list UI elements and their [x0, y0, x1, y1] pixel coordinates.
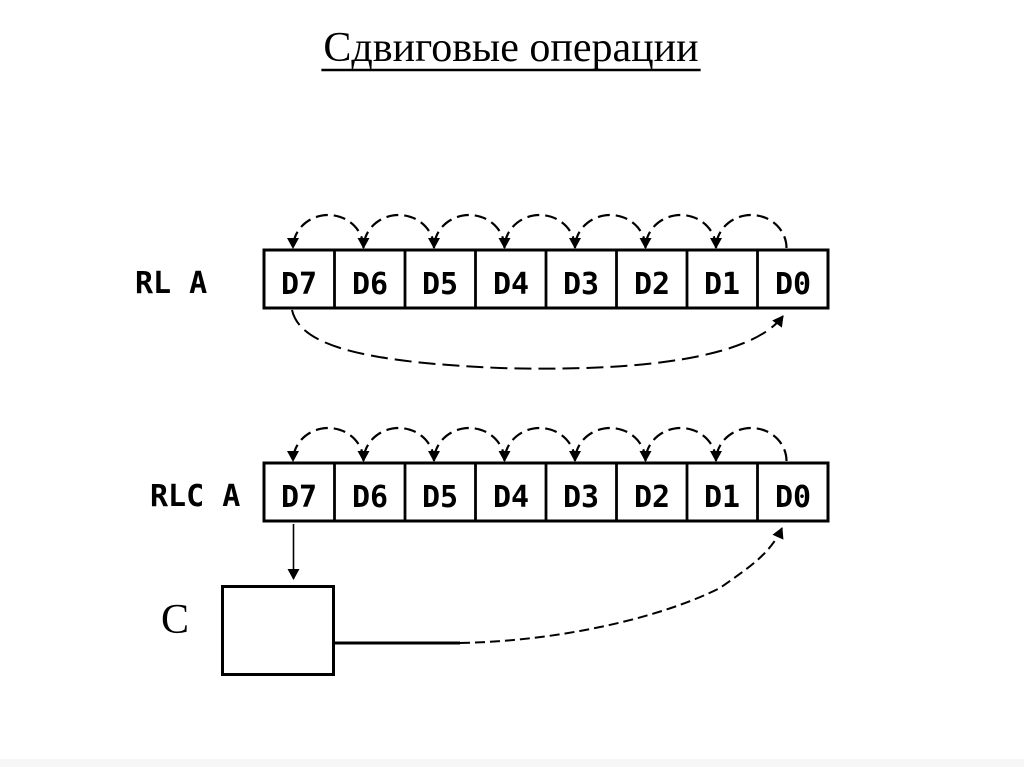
bit-shift-arrow-icon: [287, 426, 365, 462]
bit-shift-arrow-icon: [428, 426, 506, 462]
slide-bottom-edge: [0, 759, 1024, 767]
bit-cell-label: D2: [634, 480, 670, 515]
bit-shift-arrow-icon: [428, 213, 506, 249]
bit-cell-label: D1: [704, 267, 740, 302]
bit-shift-arrow-icon: [710, 426, 788, 462]
bit-shift-arrow-icon: [639, 426, 718, 462]
bit-shift-arrows: [287, 426, 788, 462]
register-label: RLC A: [150, 479, 240, 514]
bit-shift-arrow-icon: [569, 213, 647, 249]
bit-cell-separators: [333, 463, 759, 521]
bit-cell-label: D3: [563, 480, 599, 515]
bit-shift-arrow-icon: [569, 426, 647, 462]
bit-shift-arrow-icon: [357, 213, 436, 249]
bit-cell-label: D1: [704, 480, 740, 515]
rotate-feedback-arrow-icon: [291, 309, 784, 370]
bit-shift-arrow-icon: [287, 213, 365, 249]
bit-cell-label: D4: [493, 267, 529, 302]
bit-cell-label: D0: [775, 267, 811, 302]
register-rlc-a: RLC A D7 D6 D5 D4 D3 D2 D1 D0: [150, 426, 830, 676]
bit-cell-label: D6: [352, 267, 388, 302]
carry-to-d0-arrow-icon: [459, 527, 784, 644]
bit-cell-label: D4: [493, 480, 529, 515]
carry-label: C: [161, 597, 189, 643]
bit-cell-label: D2: [634, 267, 670, 302]
register-rl-a: RL A D7 D6 D5 D4 D3 D2 D1 D0: [135, 213, 830, 370]
bit-cell-label: D7: [281, 480, 317, 515]
bit-shift-arrows: [287, 213, 788, 249]
bit-cell-label: D5: [422, 267, 458, 302]
page-title: Сдвиговые операции: [323, 25, 698, 71]
bit-cell-label: D6: [352, 480, 388, 515]
bit-cell-label: D3: [563, 267, 599, 302]
bit-shift-arrow-icon: [498, 213, 577, 249]
bit-shift-arrow-icon: [639, 213, 718, 249]
bit-cell-label: D5: [422, 480, 458, 515]
bit-shift-arrow-icon: [710, 213, 788, 249]
carry-box: [221, 585, 335, 676]
register-label: RL A: [135, 266, 207, 301]
bit-cell-label: D0: [775, 480, 811, 515]
bit-cell-separators: [333, 250, 759, 308]
bit-cell-label: D7: [281, 267, 317, 302]
bit-shift-arrow-icon: [357, 426, 436, 462]
bit-shift-arrow-icon: [498, 426, 577, 462]
